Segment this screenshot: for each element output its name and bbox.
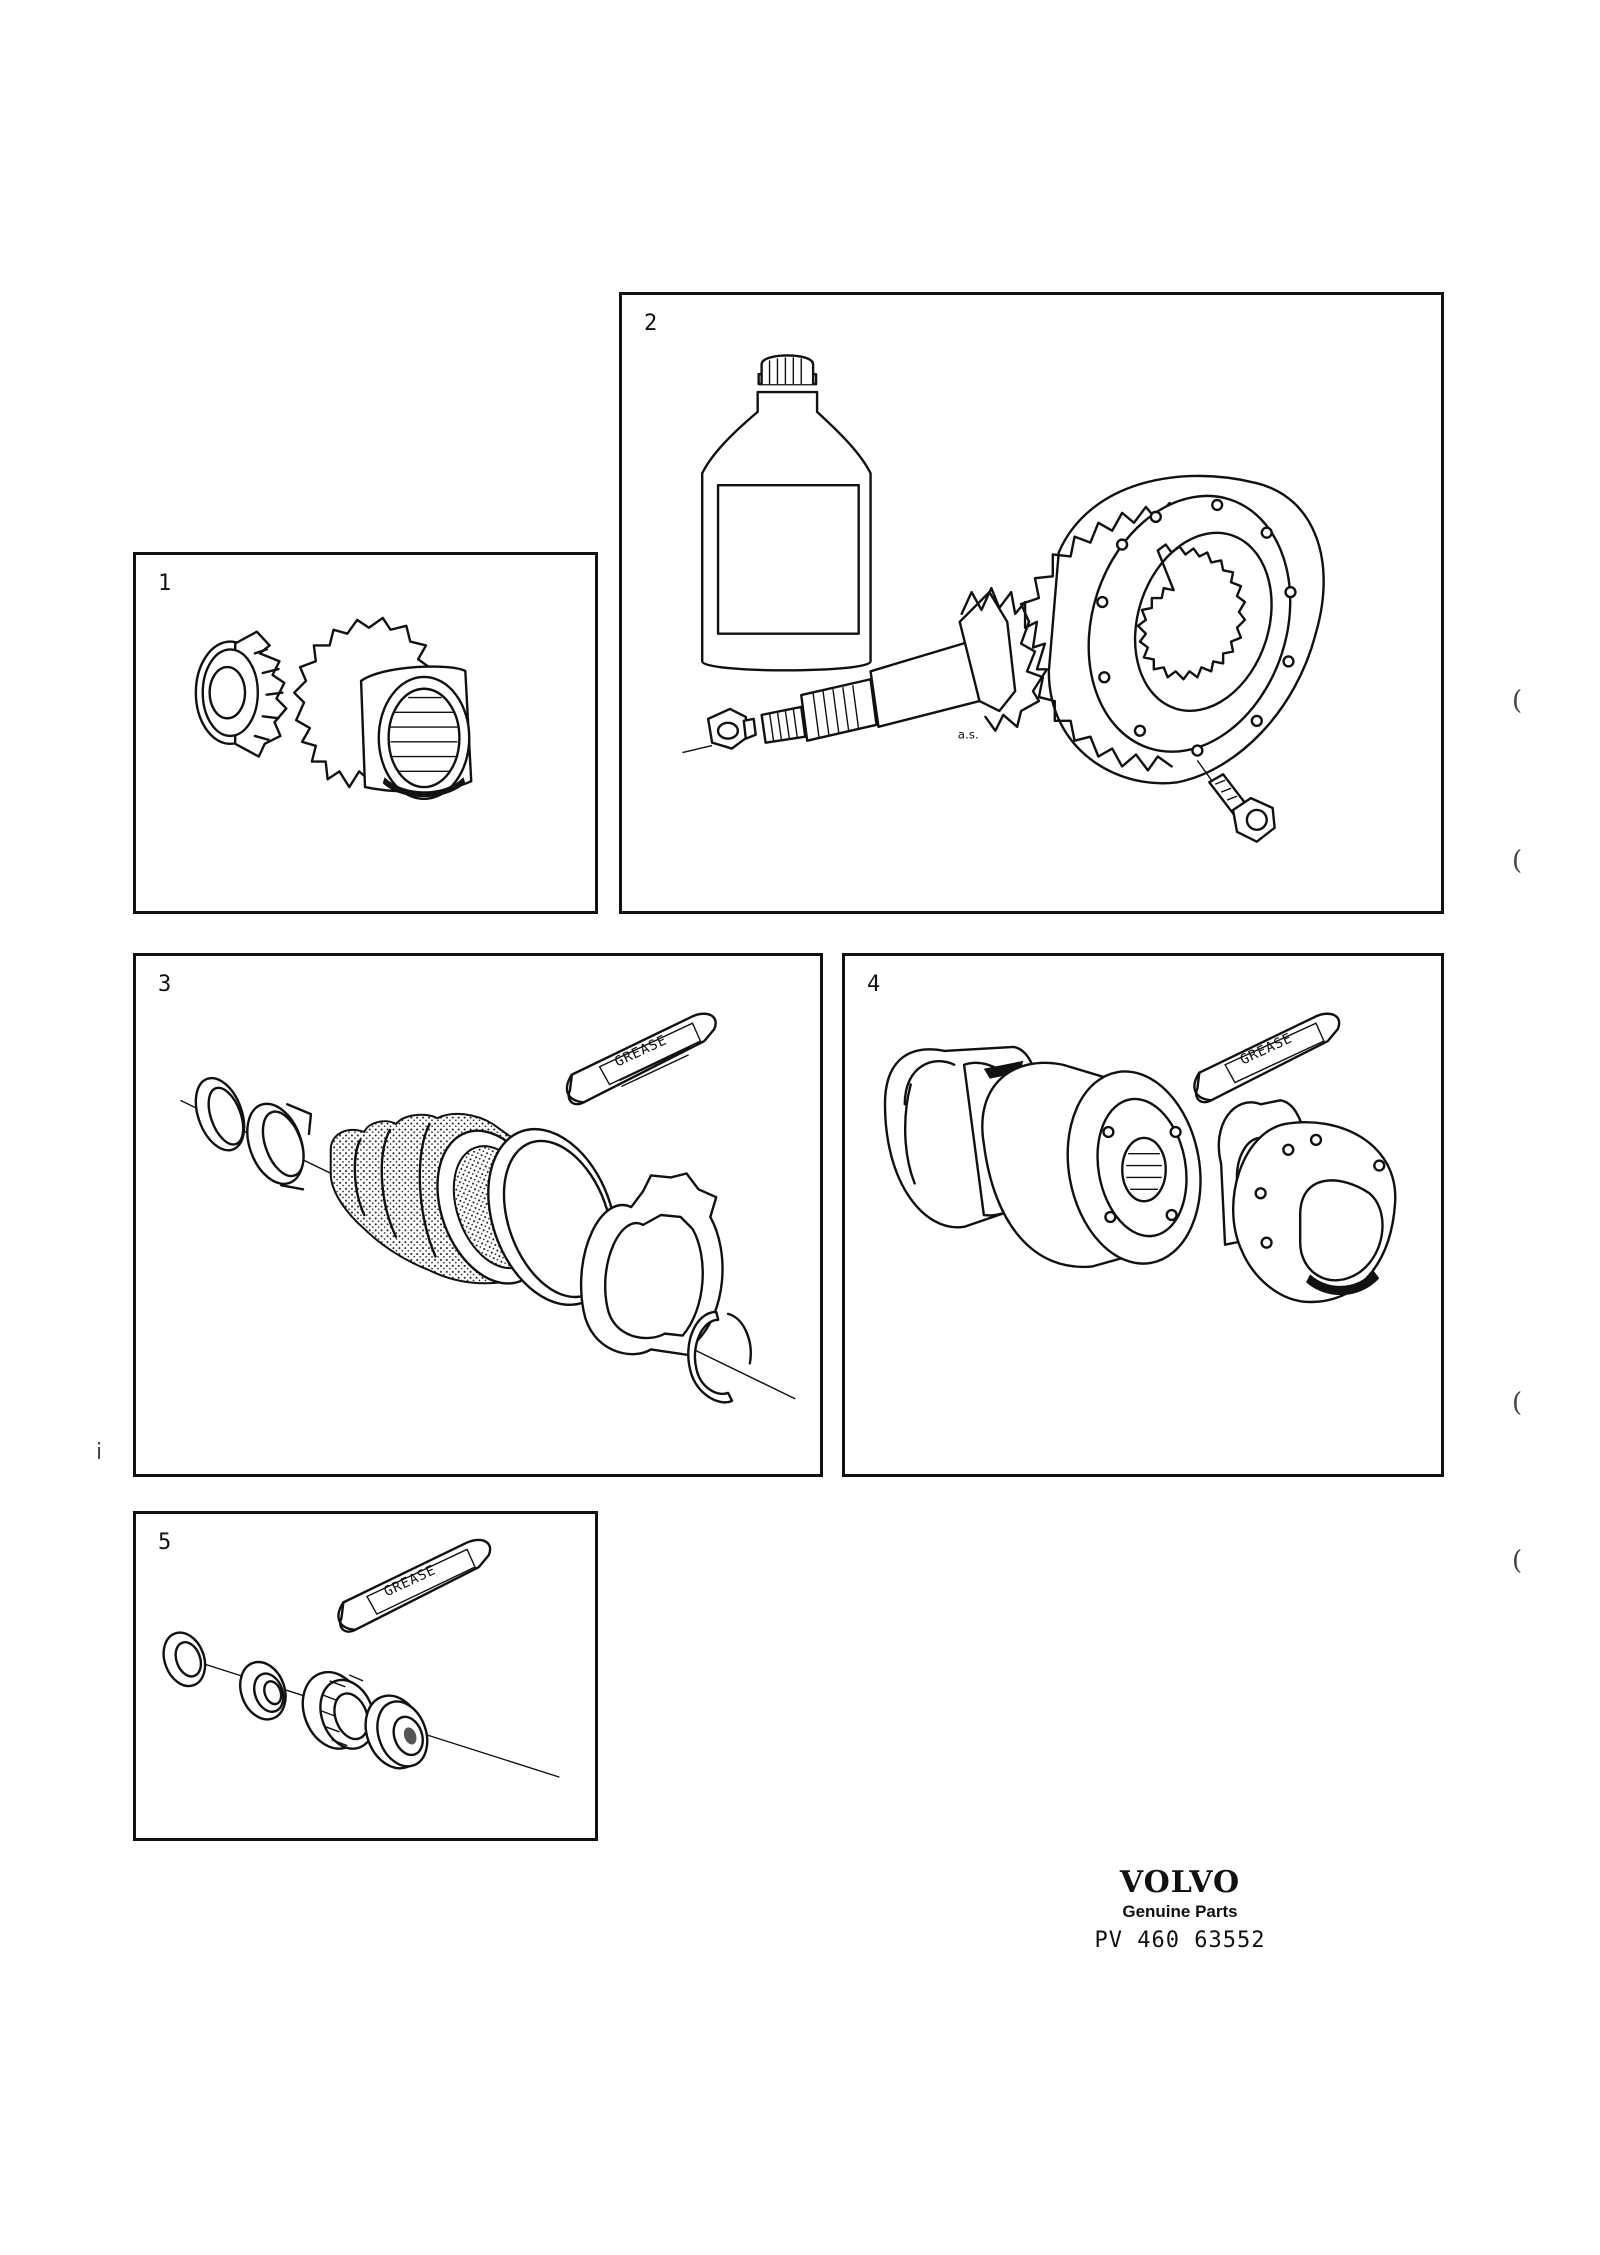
panel-number: 2 (644, 311, 658, 336)
gasket-icon (581, 1173, 722, 1355)
band-clamp-icon (237, 1096, 314, 1192)
margin-mark: ( (1512, 1546, 1523, 1576)
small-clamp-icon (187, 1071, 254, 1156)
grease-sachet-icon: GREASE (1194, 1014, 1339, 1102)
differential-gears-illustration (136, 555, 595, 911)
panel-number: 3 (158, 972, 172, 997)
brand-tagline: Genuine Parts (1122, 1902, 1238, 1921)
crown-wheel-icon (1021, 469, 1324, 783)
pinion-shaft-icon: a.s. (762, 588, 1047, 742)
panel-5-bearing-kit: 5 GREASE (133, 1511, 598, 1841)
seal-ring-icon (156, 1627, 212, 1692)
part-number: PV 460 63552 (1094, 1928, 1266, 1953)
grease-sachet-icon: GREASE (567, 1014, 716, 1104)
crown-wheel-pinion-illustration: a.s. (622, 295, 1441, 911)
planet-gear-icon (196, 632, 286, 757)
margin-mark: ( (1512, 1388, 1523, 1418)
bearing-kit-illustration: GREASE (136, 1514, 595, 1838)
large-bearing-icon (356, 1688, 436, 1777)
margin-mark: ( (1512, 686, 1523, 716)
cv-joint-kit-illustration: GREASE (845, 956, 1441, 1474)
boot-kit-illustration: GREASE (136, 956, 820, 1474)
flange-hub-icon (1233, 1122, 1395, 1302)
grease-sachet-icon: GREASE (339, 1540, 491, 1632)
volvo-logo: VOLVO (1119, 1865, 1241, 1900)
pinion-nut-icon (682, 709, 755, 753)
panel-number: 1 (158, 571, 172, 596)
circlip-icon (688, 1312, 750, 1402)
brand-block: VOLVO Genuine Parts PV 460 63552 (1080, 1865, 1280, 1953)
panel-3-boot-kit: 3 GREASE (133, 953, 823, 1477)
panel-1-differential-gears: 1 (133, 552, 598, 914)
pinion-marking: a.s. (958, 728, 979, 742)
panel-number: 4 (867, 972, 881, 997)
outer-joint-body-icon (982, 1061, 1215, 1274)
margin-mark: i (96, 1440, 103, 1465)
oil-bottle-icon (702, 355, 870, 670)
panel-4-cv-joint-kit: 4 GREASE (842, 953, 1444, 1477)
side-gear-icon (294, 618, 471, 799)
small-bearing-icon (233, 1656, 294, 1726)
panel-2-crown-wheel-pinion: 2 (619, 292, 1444, 914)
panel-number: 5 (158, 1530, 172, 1555)
margin-mark: ( (1512, 846, 1523, 876)
crown-wheel-bolt-icon (1197, 760, 1274, 841)
